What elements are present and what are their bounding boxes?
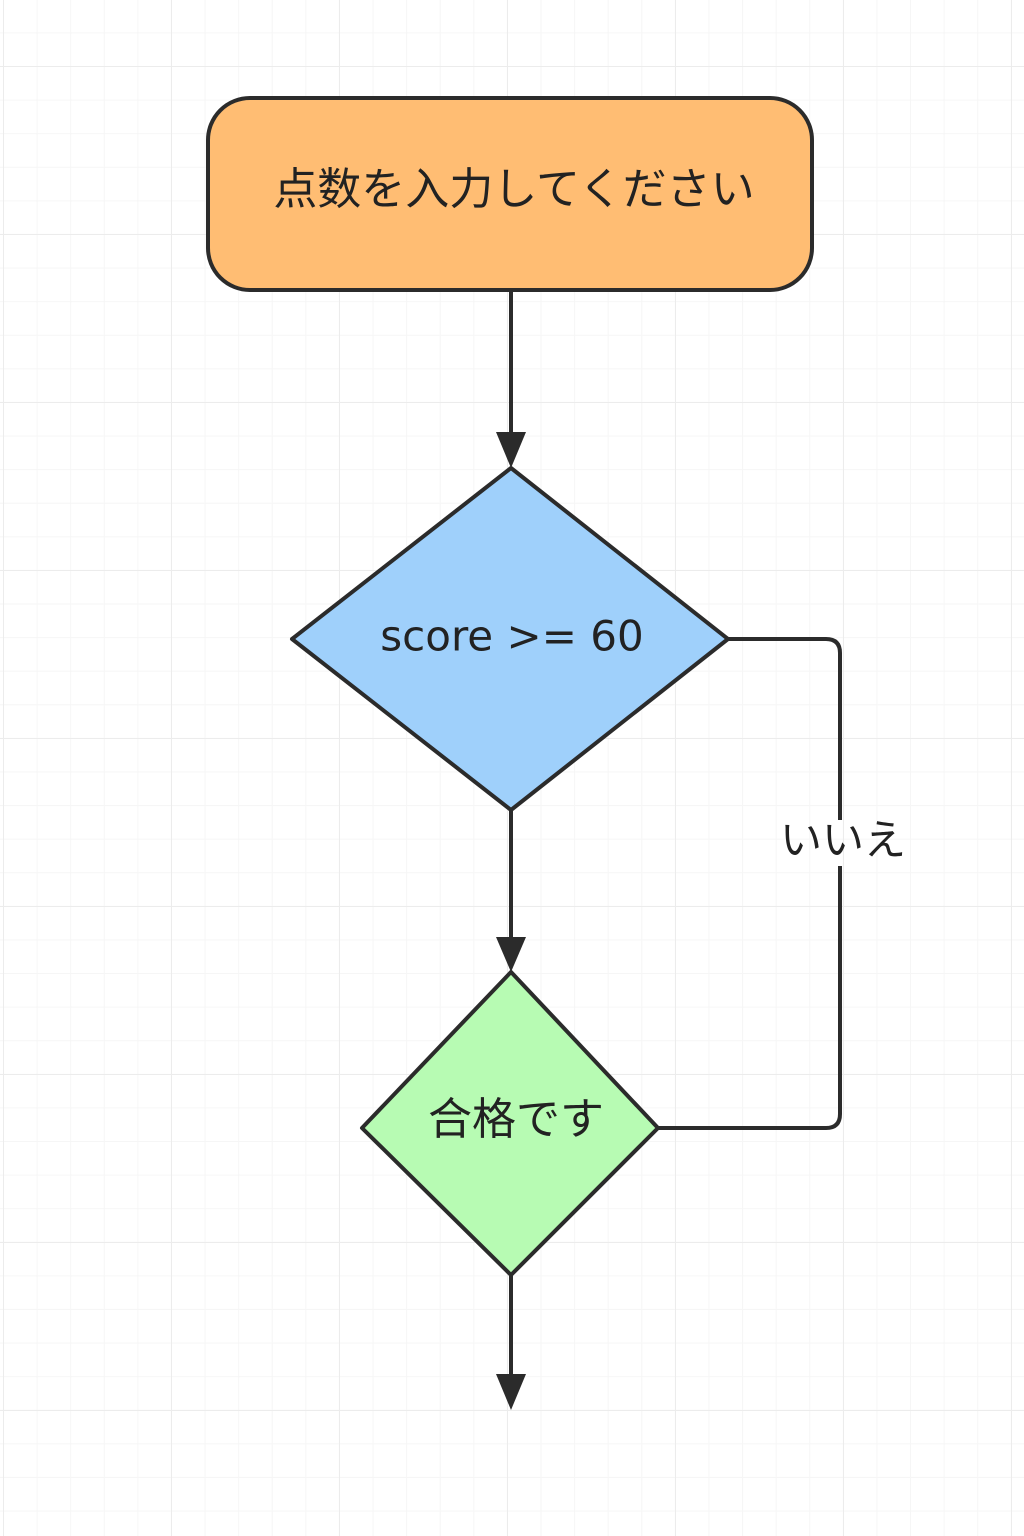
pass-node-label: 合格です	[428, 1094, 604, 1145]
arrowhead-exit	[496, 1374, 526, 1410]
decision-node[interactable]: score >= 60	[290, 466, 730, 812]
decision-node-label: score >= 60	[380, 612, 643, 661]
start-node-shape	[206, 96, 814, 292]
arrowhead-decision	[496, 432, 526, 468]
decision-node-shape	[290, 466, 730, 812]
start-node-label: 点数を入力してください	[273, 164, 754, 215]
no-branch-label: いいえ	[780, 816, 906, 865]
pass-node[interactable]: 合格です	[360, 970, 660, 1277]
arrowhead-pass	[496, 937, 526, 972]
pass-node-shape	[360, 970, 660, 1277]
edge-no-branch	[658, 637, 842, 1130]
start-node[interactable]: 点数を入力してください	[206, 96, 814, 292]
